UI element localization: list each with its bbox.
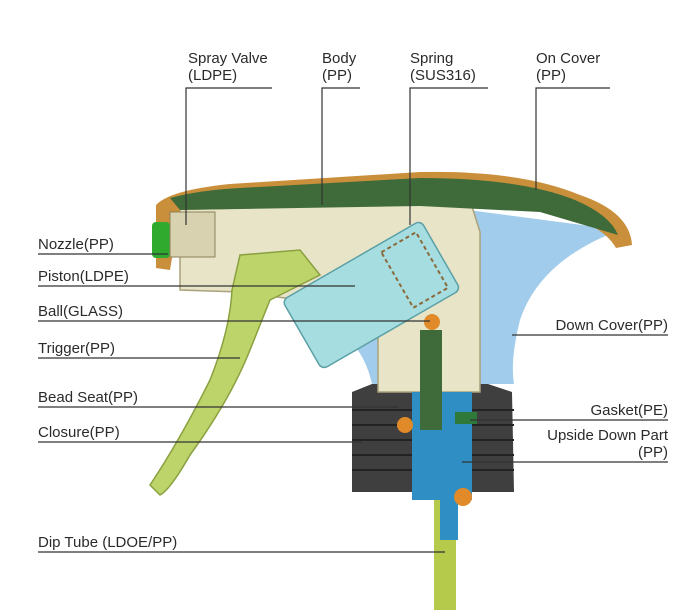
label-spring-material: (SUS316) [410, 67, 476, 84]
ball-mid-shape [397, 417, 413, 433]
label-on-cover-name: On Cover [536, 50, 601, 67]
on-cover-inner-shape [170, 178, 618, 235]
gasket-shape [455, 412, 477, 424]
nozzle-shape [152, 222, 170, 258]
label-spray-valve-name: Spray Valve [188, 50, 268, 67]
label-gasket: Gasket(PE) [590, 402, 668, 419]
leader-body [321, 87, 360, 205]
trigger-shape [149, 249, 322, 496]
leader-on-cover [535, 87, 610, 190]
spray-valve-shape [169, 211, 216, 258]
leader-lines [38, 87, 668, 553]
label-upside-down-part-material: (PP) [638, 444, 668, 461]
piston-shape [283, 221, 460, 369]
label-upside-down-part: Upside Down Part (PP) [547, 427, 668, 461]
spring-coil [379, 230, 450, 310]
label-dip-tube: Dip Tube (LDOE/PP) [38, 534, 178, 551]
label-piston: Piston(LDPE) [38, 268, 129, 285]
label-bead-seat: Bead Seat(PP) [38, 389, 139, 406]
label-body-material: (PP) [322, 67, 352, 84]
label-spray-valve: Spray Valve (LDPE) [188, 50, 268, 84]
label-on-cover: On Cover (PP) [536, 50, 600, 84]
ball-bottom-shape [454, 488, 472, 506]
label-body: Body (PP) [322, 50, 356, 84]
label-upside-down-part-name: Upside Down Part [547, 427, 668, 444]
ball-top-shape [424, 314, 440, 330]
label-on-cover-material: (PP) [536, 67, 566, 84]
label-down-cover: Down Cover(PP) [555, 317, 668, 334]
valve-stem-shape [420, 330, 442, 430]
label-ball: Ball(GLASS) [38, 303, 124, 320]
label-trigger: Trigger(PP) [38, 340, 115, 357]
label-closure: Closure(PP) [38, 424, 120, 441]
label-spring: Spring (SUS316) [410, 50, 476, 84]
label-spray-valve-material: (LDPE) [188, 67, 238, 84]
leader-spray-valve [185, 87, 272, 225]
piston-group [283, 221, 460, 369]
leader-spring [409, 87, 488, 225]
label-body-name: Body [322, 50, 357, 67]
label-spring-name: Spring [410, 50, 454, 67]
label-nozzle: Nozzle(PP) [38, 236, 114, 253]
